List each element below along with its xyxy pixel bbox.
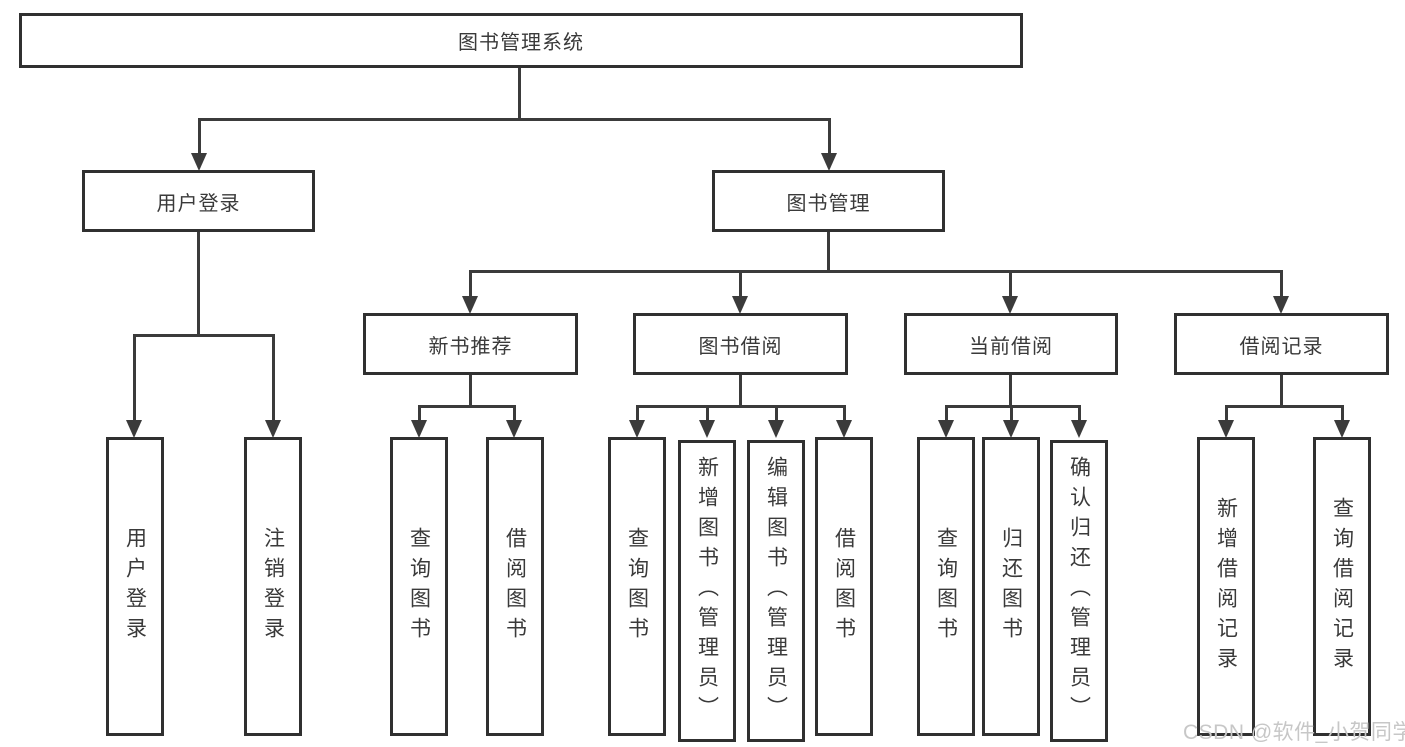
arrowhead-down bbox=[1003, 420, 1019, 438]
leaf-bb-query-books: 查询图书 bbox=[608, 437, 666, 736]
arrowhead-down bbox=[506, 420, 522, 438]
node-book-borrowing: 图书借阅 bbox=[633, 313, 848, 375]
connector-line bbox=[1341, 405, 1344, 423]
leaf-label: 注销登录 bbox=[261, 526, 285, 647]
connector-line bbox=[827, 232, 830, 272]
node-borrowing-records: 借阅记录 bbox=[1174, 313, 1389, 375]
arrowhead-down bbox=[699, 420, 715, 438]
connector-line bbox=[1225, 405, 1228, 423]
leaf-label: 借阅图书 bbox=[832, 526, 856, 647]
leaf-nbr-borrow-books: 借阅图书 bbox=[486, 437, 544, 736]
connector-line bbox=[1225, 405, 1344, 408]
connector-line bbox=[1078, 405, 1081, 423]
connector-line bbox=[469, 270, 1282, 273]
connector-line bbox=[133, 334, 275, 337]
node-root: 图书管理系统 bbox=[19, 13, 1023, 68]
leaf-bb-add-books-admin: 新增图书（管理员） bbox=[678, 440, 736, 742]
node-current-borrowing: 当前借阅 bbox=[904, 313, 1118, 375]
connector-line bbox=[418, 405, 516, 408]
arrowhead-down bbox=[126, 420, 142, 438]
leaf-label: 新增图书（管理员） bbox=[695, 456, 719, 726]
leaf-cb-query-books: 查询图书 bbox=[917, 437, 975, 736]
connector-line bbox=[1280, 375, 1283, 407]
arrowhead-down bbox=[1334, 420, 1350, 438]
watermark: CSDN @软件_小贺同学 bbox=[1183, 721, 1405, 744]
leaf-cb-confirm-return-admin: 确认归还（管理员） bbox=[1050, 440, 1108, 742]
leaf-label: 查询图书 bbox=[625, 526, 649, 647]
leaf-label: 新增借阅记录 bbox=[1214, 496, 1238, 677]
connector-line bbox=[945, 405, 948, 423]
leaf-br-query-record: 查询借阅记录 bbox=[1313, 437, 1371, 736]
connector-line bbox=[945, 405, 1081, 408]
connector-line bbox=[739, 375, 742, 407]
arrowhead-down bbox=[191, 153, 207, 171]
leaf-label: 借阅图书 bbox=[503, 526, 527, 647]
connector-line bbox=[198, 118, 201, 155]
connector-line bbox=[828, 118, 831, 155]
arrowhead-down bbox=[265, 420, 281, 438]
arrowhead-down bbox=[768, 420, 784, 438]
leaf-label: 确认归还（管理员） bbox=[1067, 456, 1091, 726]
arrowhead-down bbox=[1002, 296, 1018, 314]
arrowhead-down bbox=[732, 296, 748, 314]
arrowhead-down bbox=[938, 420, 954, 438]
leaf-label: 编辑图书（管理员） bbox=[764, 456, 788, 726]
leaf-cb-return-books: 归还图书 bbox=[982, 437, 1040, 736]
arrowhead-down bbox=[629, 420, 645, 438]
connector-line bbox=[636, 405, 639, 423]
node-book-management: 图书管理 bbox=[712, 170, 945, 232]
connector-line bbox=[513, 405, 516, 423]
leaf-user-login: 用户登录 bbox=[106, 437, 164, 736]
leaf-nbr-query-books: 查询图书 bbox=[390, 437, 448, 736]
connector-line bbox=[1009, 375, 1012, 407]
connector-line bbox=[775, 405, 778, 423]
connector-line bbox=[518, 68, 521, 119]
leaf-label: 查询借阅记录 bbox=[1330, 496, 1354, 677]
arrowhead-down bbox=[836, 420, 852, 438]
leaf-label: 查询图书 bbox=[934, 526, 958, 647]
arrowhead-down bbox=[1218, 420, 1234, 438]
connector-line bbox=[706, 405, 709, 423]
node-user-login: 用户登录 bbox=[82, 170, 315, 232]
connector-line bbox=[469, 375, 472, 407]
connector-line bbox=[843, 405, 846, 423]
leaf-bb-edit-books-admin: 编辑图书（管理员） bbox=[747, 440, 805, 742]
connector-line bbox=[739, 270, 742, 297]
arrowhead-down bbox=[821, 153, 837, 171]
connector-line bbox=[1009, 270, 1012, 297]
leaf-label: 归还图书 bbox=[999, 526, 1023, 647]
connector-line bbox=[133, 334, 136, 422]
leaf-label: 查询图书 bbox=[407, 526, 431, 647]
connector-line bbox=[418, 405, 421, 423]
leaf-br-add-record: 新增借阅记录 bbox=[1197, 437, 1255, 736]
arrowhead-down bbox=[1071, 420, 1087, 438]
leaf-bb-borrow-books: 借阅图书 bbox=[815, 437, 873, 736]
connector-line bbox=[469, 270, 472, 297]
connector-line bbox=[272, 334, 275, 422]
node-new-book-recommend: 新书推荐 bbox=[363, 313, 578, 375]
connector-line bbox=[1280, 270, 1283, 297]
connector-line bbox=[1010, 405, 1013, 423]
connector-line bbox=[197, 232, 200, 336]
arrowhead-down bbox=[1273, 296, 1289, 314]
leaf-logout: 注销登录 bbox=[244, 437, 302, 736]
connector-line bbox=[198, 118, 831, 121]
connector-line bbox=[636, 405, 846, 408]
arrowhead-down bbox=[462, 296, 478, 314]
leaf-label: 用户登录 bbox=[123, 526, 147, 647]
arrowhead-down bbox=[411, 420, 427, 438]
